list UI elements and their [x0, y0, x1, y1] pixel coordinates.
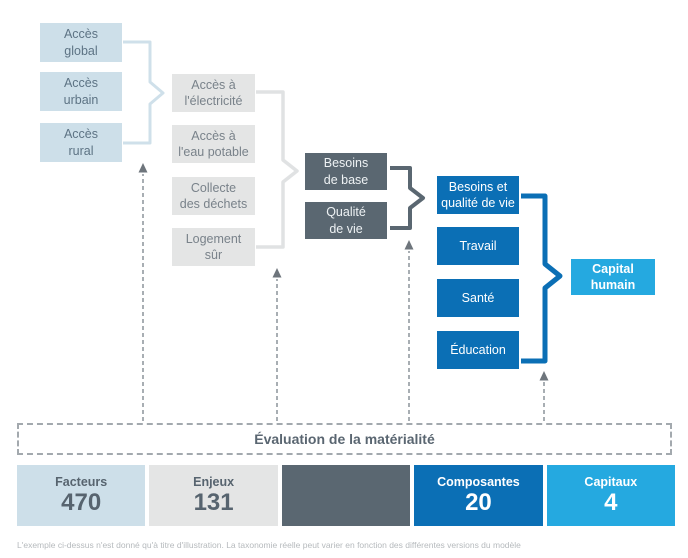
- materiality-evaluation-box: Évaluation de la matérialité: [17, 423, 672, 455]
- stat-label: Enjeux: [193, 475, 235, 490]
- node-sante: Santé: [437, 279, 519, 317]
- node-travail: Travail: [437, 227, 519, 265]
- node-besoins-de-base: Besoins de base: [305, 153, 387, 190]
- brace-factors-icon: [123, 40, 165, 145]
- materiality-arrow-4: [539, 371, 549, 421]
- brace-issues-icon: [256, 90, 299, 249]
- stat-card-enjeux: Enjeux 131: [149, 465, 278, 526]
- stat-value: 20: [465, 488, 492, 516]
- node-acces-rural: Accès rural: [40, 123, 122, 162]
- node-besoins-et-qualite-de-vie: Besoins et qualité de vie: [437, 176, 519, 214]
- materiality-arrow-3: [404, 240, 414, 421]
- materiality-arrow-1: [138, 163, 148, 421]
- materiality-arrow-2: [272, 268, 282, 421]
- node-qualite-de-vie: Qualité de vie: [305, 202, 387, 239]
- node-collecte-dechets: Collecte des déchets: [172, 177, 255, 215]
- stat-card-facteurs: Facteurs 470: [17, 465, 146, 526]
- stats-row: Facteurs 470 Enjeux 131 Composantes 20 C…: [17, 465, 676, 526]
- disclaimer-footnote: L'exemple ci-dessus n'est donné qu'à tit…: [17, 540, 521, 550]
- stat-card-capitaux: Capitaux 4: [546, 465, 676, 526]
- brace-components-icon: [521, 193, 563, 364]
- node-acces-electricite: Accès à l'électricité: [172, 74, 255, 112]
- arrow-head-icon: [138, 163, 148, 173]
- node-education: Éducation: [437, 331, 519, 369]
- stat-label: Composantes: [437, 475, 520, 490]
- brace-needs-icon: [390, 166, 425, 230]
- node-acces-urbain: Accès urbain: [40, 72, 122, 111]
- node-capital-humain: Capital humain: [571, 259, 655, 295]
- materiality-evaluation-title: Évaluation de la matérialité: [254, 431, 435, 447]
- stat-label: Facteurs: [55, 475, 108, 490]
- node-acces-global: Accès global: [40, 23, 122, 62]
- arrow-head-icon: [539, 371, 549, 381]
- stat-value: 131: [193, 488, 234, 516]
- stat-value: 470: [61, 488, 102, 516]
- stat-card-composantes: Composantes 20: [414, 465, 543, 526]
- stat-value: 4: [604, 488, 618, 516]
- stat-card-empty: [281, 465, 411, 526]
- node-acces-eau-potable: Accès à l'eau potable: [172, 125, 255, 163]
- arrow-head-icon: [404, 240, 414, 250]
- arrow-head-icon: [272, 268, 282, 278]
- node-logement-sur: Logement sûr: [172, 228, 255, 266]
- stat-label: Capitaux: [584, 475, 638, 490]
